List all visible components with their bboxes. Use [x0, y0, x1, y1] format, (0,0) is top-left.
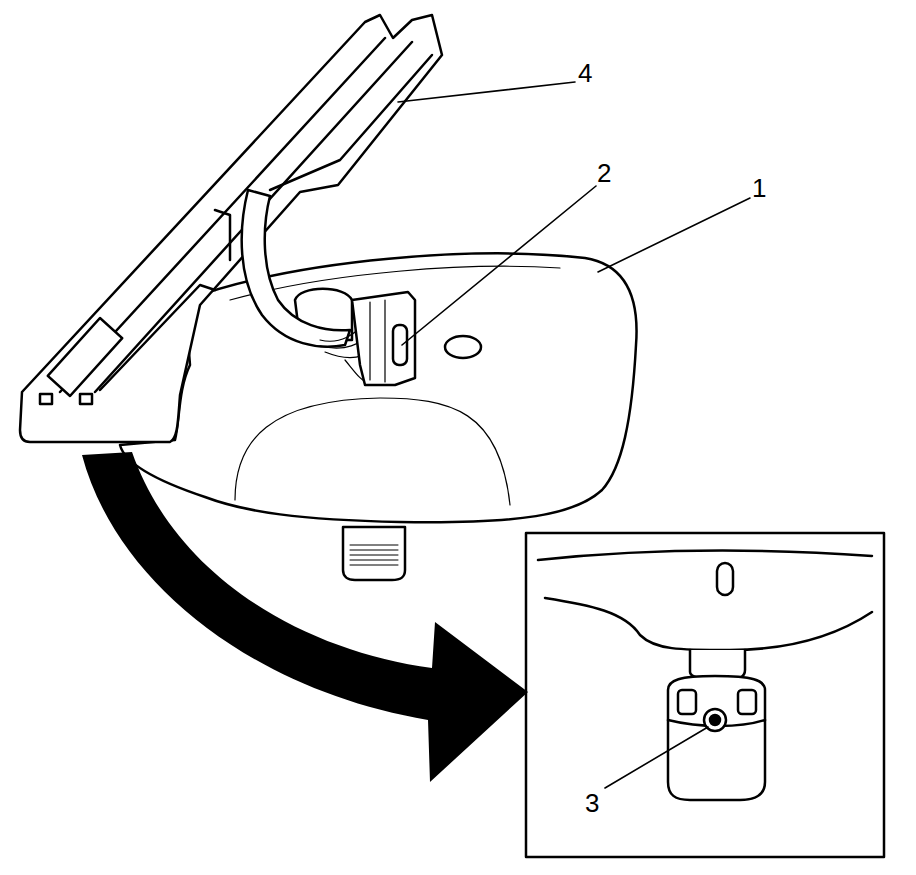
callout-number: 2: [597, 160, 611, 186]
leader-line: [402, 186, 596, 345]
leader-line: [605, 727, 708, 788]
callout-number: 4: [578, 60, 592, 86]
mount-stem: [668, 676, 765, 800]
mount-cover: [20, 15, 442, 442]
leader-line: [398, 82, 575, 102]
adjust-tab: [343, 527, 405, 580]
electrical-connector: [352, 292, 415, 385]
detail-inset: [526, 533, 884, 857]
wiring-harness: [242, 190, 350, 347]
callout-number: 1: [752, 175, 766, 201]
callout-number: 3: [585, 790, 599, 816]
leader-line: [598, 198, 750, 272]
detail-arrow: [82, 452, 528, 782]
